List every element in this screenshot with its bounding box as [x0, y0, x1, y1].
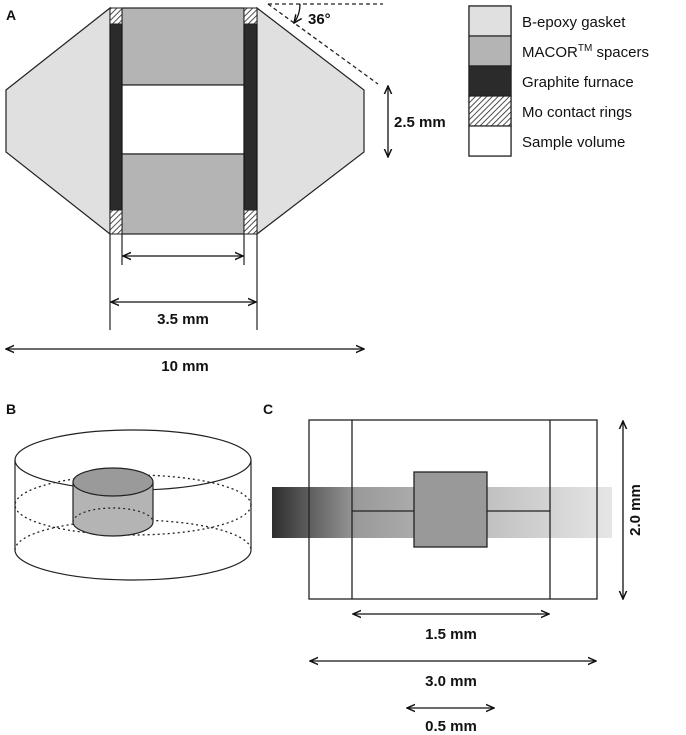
- sample-length-label: 0.5 mm: [425, 718, 477, 735]
- legend-swatch-gasket: [468, 5, 512, 37]
- mo-ring-bottom-left: [109, 209, 123, 235]
- macor-spacer-top: [121, 7, 245, 86]
- graphite-furnace-right: [243, 23, 258, 211]
- panel-c: C 2.0 mm 1.5 mm 3.0 mm 0.5 mm: [263, 401, 644, 735]
- height-label: 2.5 mm: [394, 114, 446, 131]
- mo-ring-bottom-right: [243, 209, 258, 235]
- legend-label-sample: Sample volume: [522, 134, 625, 151]
- legend-swatch-macor: [468, 35, 512, 67]
- angle-arc: [294, 3, 300, 23]
- panel-c-label: C: [263, 401, 273, 417]
- legend-swatch-graphite: [468, 65, 512, 97]
- outer-cell: [308, 419, 598, 600]
- height-dimension-c: 2.0 mm: [623, 421, 644, 599]
- legend-label-macor: MACORTM spacers: [522, 43, 649, 61]
- mo-ring-top-right: [243, 7, 258, 25]
- sample-cylinder-top: [72, 467, 154, 497]
- panel-b-label: B: [6, 401, 16, 417]
- angle-label: 36°: [308, 11, 331, 28]
- angle-slope-line: [267, 3, 379, 85]
- cylinder-side: [14, 460, 252, 581]
- inner-width-label: 3.5 mm: [157, 311, 209, 328]
- sample-cylinder-side: [72, 482, 154, 537]
- height-label-c: 2.0 mm: [627, 484, 644, 536]
- sample-region: [413, 471, 488, 548]
- legend-label-graphite: Graphite furnace: [522, 74, 634, 91]
- sample-volume: [121, 84, 245, 155]
- total-width-label: 10 mm: [161, 358, 209, 375]
- sample-cylinder: [72, 467, 154, 537]
- legend-swatch-mo: [468, 95, 512, 127]
- legend-swatch-sample: [468, 125, 512, 157]
- furnace-length-label: 1.5 mm: [425, 626, 477, 643]
- outer-length-label: 3.0 mm: [425, 673, 477, 690]
- gasket-right: [256, 6, 365, 236]
- panel-a-label: A: [6, 7, 16, 23]
- height-dimension: 2.5 mm: [388, 86, 446, 157]
- legend-label-mo: Mo contact rings: [522, 104, 632, 121]
- legend-label-gasket: B-epoxy gasket: [522, 14, 626, 31]
- panel-b: B: [6, 401, 252, 581]
- macor-spacer-bottom: [121, 153, 245, 235]
- gasket-left: [5, 6, 111, 236]
- panel-a: A 36° 2.5 mm 3.5 mm: [5, 3, 446, 375]
- legend: B-epoxy gasket MACORTM spacers Graphite …: [468, 5, 649, 157]
- graphite-furnace-left: [109, 23, 123, 211]
- mo-ring-top-left: [109, 7, 123, 25]
- angle-annotation: 36°: [267, 3, 383, 85]
